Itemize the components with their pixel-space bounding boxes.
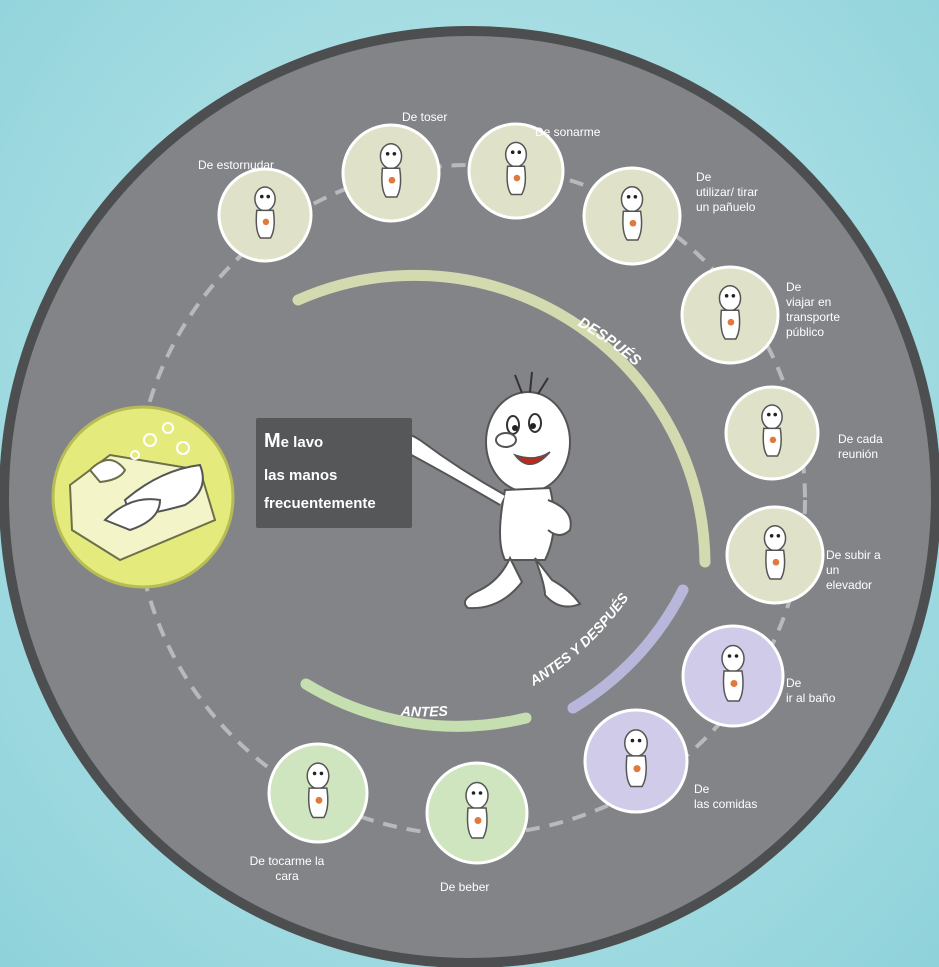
activity-circle-sonarme (467, 122, 565, 220)
activity-circle-tocarme-cara (267, 742, 369, 844)
despues-arc (292, 269, 711, 568)
title-line-3: frecuentemente (264, 495, 376, 512)
dashed-ring (133, 163, 807, 837)
label-estornudar: De estornudar (198, 158, 275, 172)
label-panuelo: De utilizar/ tirar un pañuelo (696, 170, 759, 214)
label-sonarme: De sonarme (535, 125, 601, 139)
activity-circle-beber (425, 761, 529, 865)
activity-circle-elevador (725, 505, 825, 605)
label-elevador: De subir a un elevador (826, 548, 881, 592)
title-line-1: Me lavo (264, 430, 323, 453)
antes-label: ANTES (399, 702, 449, 719)
title-box (256, 418, 412, 528)
label-transporte: De viajar en transporte público (786, 280, 841, 339)
antes-arc (300, 678, 532, 732)
label-bano: De ir al baño (786, 676, 836, 705)
label-reunion: De cada reunión (838, 432, 883, 461)
label-beber: De beber (440, 880, 490, 894)
outer-disc (0, 26, 939, 967)
activity-circle-panuelo (582, 166, 682, 266)
antes-y-despues-arc (567, 584, 689, 714)
hand-washing-illustration (51, 405, 235, 589)
label-toser: De toser (402, 110, 448, 124)
activity-circle-transporte (680, 265, 780, 365)
title-initial: M (264, 430, 281, 452)
activity-circle-comidas (583, 708, 689, 814)
activity-circle-reunion (724, 385, 820, 481)
activity-circle-bano (681, 624, 785, 728)
activity-circle-estornudar (217, 167, 313, 263)
label-tocarme-cara: De tocarme la cara (249, 854, 325, 883)
title-line-1-rest: e lavo (280, 434, 324, 451)
title-line-2: las manos (264, 467, 338, 484)
label-comidas: De las comidas (694, 782, 758, 811)
activity-circle-toser (341, 123, 441, 223)
